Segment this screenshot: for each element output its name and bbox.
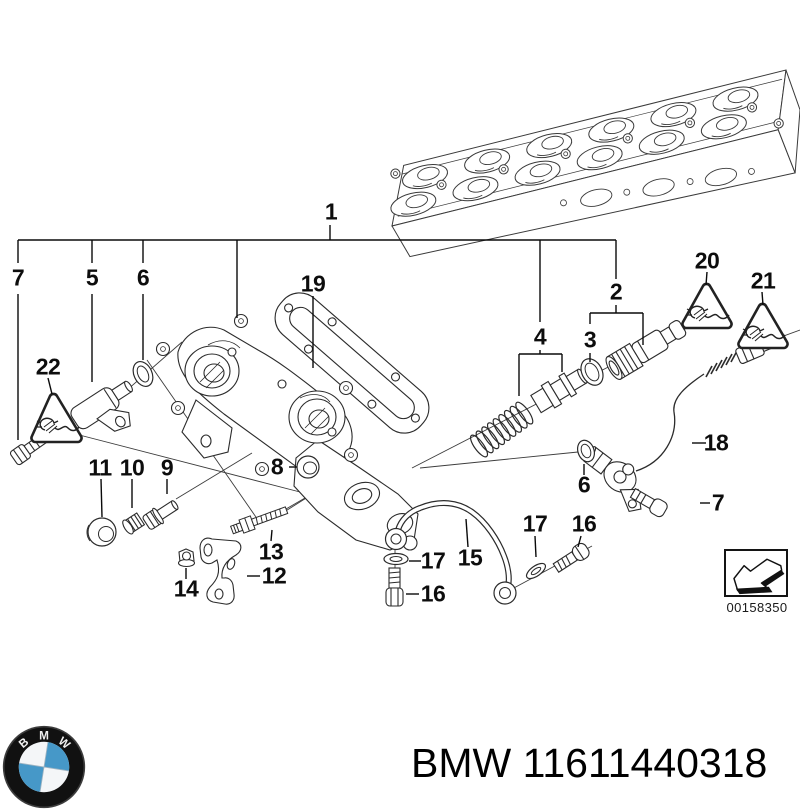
banjo-bolt-drawing	[552, 542, 590, 573]
callout-6: 6	[577, 471, 591, 498]
callout-10: 10	[119, 454, 145, 481]
washer-drawing	[525, 562, 547, 580]
plug-drawing	[296, 455, 320, 479]
callout-1: 1	[324, 198, 338, 225]
callout-7: 7	[11, 264, 25, 291]
washer-drawing	[383, 552, 409, 566]
callout-12: 12	[261, 562, 287, 589]
callout-18: 18	[703, 429, 729, 456]
o-ring-drawing	[580, 358, 604, 386]
callout-13: 13	[258, 538, 284, 565]
callout-8: 8	[270, 453, 284, 480]
roundel-letter-m: M	[39, 729, 49, 742]
callout-15: 15	[457, 544, 483, 571]
3d-arrow-icon	[733, 558, 785, 595]
bolt-drawing	[142, 500, 179, 530]
cylinder-head-drawing	[387, 69, 800, 258]
cable-ribs	[705, 350, 738, 378]
part-number-caption: BMW 11611440318	[411, 740, 768, 786]
oil-pipe-drawing	[384, 500, 517, 605]
solenoid-valve-drawing	[605, 320, 691, 380]
spring-drawing	[467, 399, 537, 460]
callout-7: 7	[711, 489, 725, 516]
callout-leader-lines	[17, 225, 764, 595]
warning-triangle-icon	[737, 302, 789, 350]
bmw-roundel-logo: B M W	[2, 725, 86, 809]
warning-triangle-icon	[30, 392, 83, 444]
callout-20: 20	[694, 247, 720, 274]
callout-6: 6	[136, 264, 150, 291]
camshaft-sensor-drawing	[70, 380, 133, 432]
direction-stamp-box	[724, 549, 788, 597]
timing-case-cover-drawing	[155, 313, 419, 551]
callout-19: 19	[300, 270, 326, 297]
callout-16: 16	[420, 580, 446, 607]
callout-11: 11	[88, 454, 112, 481]
stud-drawing	[229, 506, 289, 535]
bolt-drawing	[629, 487, 668, 518]
callout-16: 16	[571, 510, 597, 537]
o-ring-drawing	[132, 361, 154, 387]
o-ring-drawing	[576, 439, 596, 463]
callout-9: 9	[160, 454, 174, 481]
nut-drawing	[177, 548, 196, 568]
callout-17: 17	[420, 547, 446, 574]
diagram-code: 00158350	[726, 600, 788, 615]
sensor-cable-drawing	[635, 373, 705, 472]
screw-plug-drawing	[122, 512, 146, 535]
callout-14: 14	[173, 575, 199, 602]
holder-bracket-drawing	[199, 537, 242, 605]
callout-3: 3	[583, 326, 597, 353]
callout-17: 17	[522, 510, 548, 537]
warning-triangle-icon	[681, 282, 733, 330]
callout-5: 5	[85, 264, 99, 291]
banjo-bolt-drawing	[385, 567, 404, 607]
callout-2: 2	[609, 278, 623, 305]
callout-21: 21	[750, 267, 776, 294]
callout-22: 22	[35, 353, 61, 380]
callout-4: 4	[533, 323, 547, 350]
vanos-piston-drawing	[530, 368, 588, 414]
cover-plug-drawing	[86, 517, 117, 547]
